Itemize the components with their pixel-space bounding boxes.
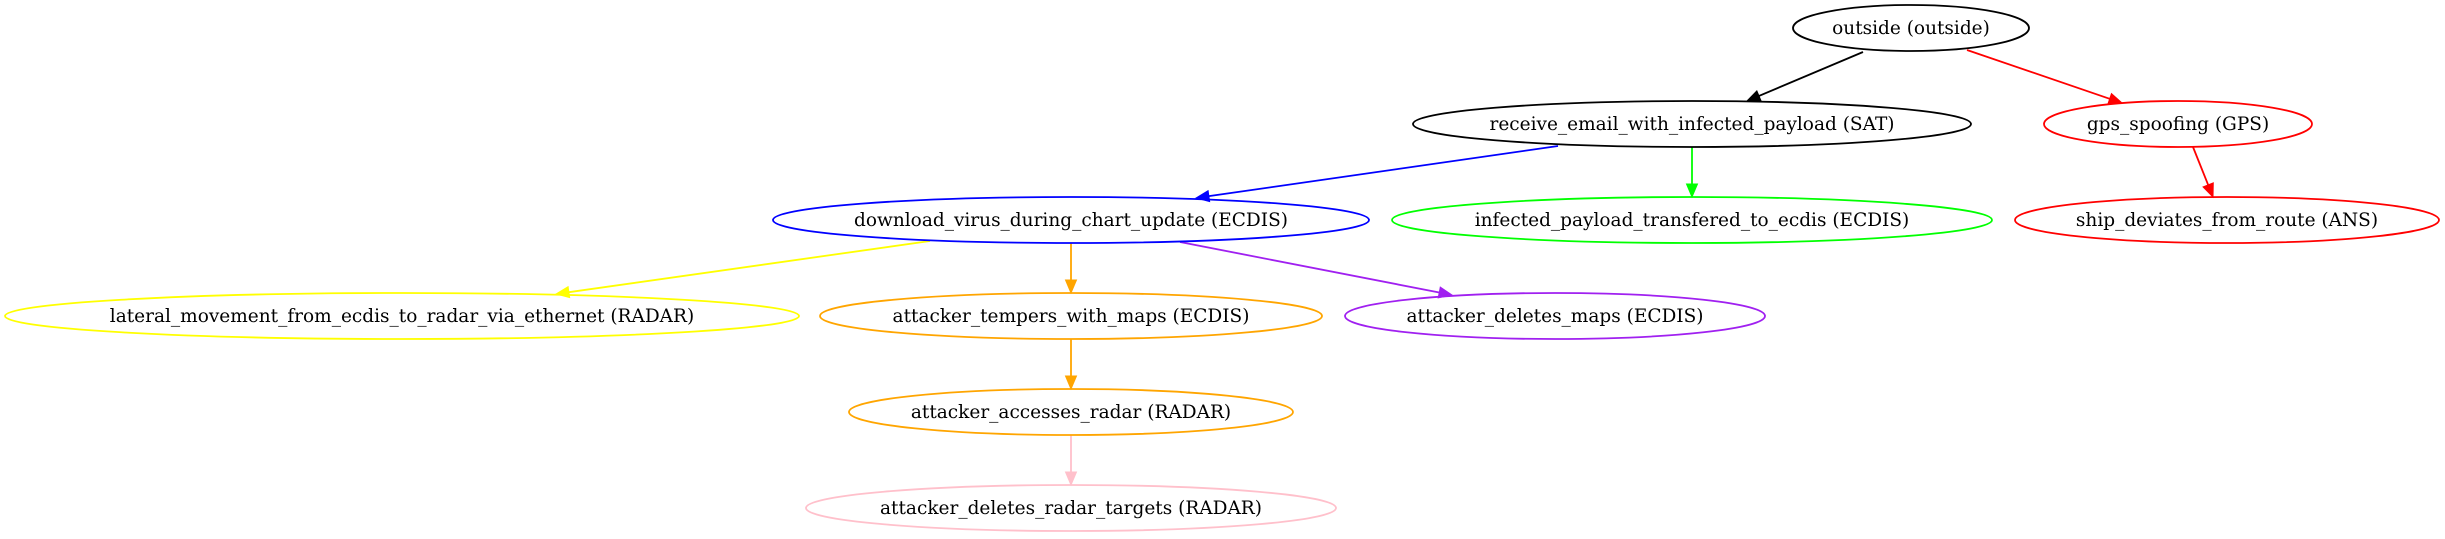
node-ellipse xyxy=(819,292,1323,340)
node-infected-payload: infected_payload_transfered_to_ecdis (EC… xyxy=(1391,196,1993,244)
node-ellipse xyxy=(4,292,800,340)
node-label: attacker_deletes_maps (ECDIS) xyxy=(1406,306,1703,327)
edge-gps_spoofing-to-ship_deviates xyxy=(2192,146,2214,199)
node-ellipse xyxy=(2043,100,2313,148)
arrowhead-icon xyxy=(1685,183,1699,199)
edge-download_virus-to-deletes_maps xyxy=(1179,241,1454,299)
arrowhead-icon xyxy=(1064,279,1078,295)
node-receive-email: receive_email_with_infected_payload (SAT… xyxy=(1412,100,1972,148)
edge-outside-to-gps_spoofing xyxy=(1966,49,2124,105)
node-label: attacker_accesses_radar (RADAR) xyxy=(911,402,1231,423)
node-deletes-maps: attacker_deletes_maps (ECDIS) xyxy=(1344,292,1766,340)
arrowhead-icon xyxy=(554,285,571,299)
node-ellipse xyxy=(1792,4,2030,52)
arrowhead-icon xyxy=(1064,471,1078,487)
node-ellipse xyxy=(805,484,1337,532)
node-download-virus: download_virus_during_chart_update (ECDI… xyxy=(772,196,1370,244)
edge-line xyxy=(1966,49,2110,100)
node-label: ship_deviates_from_route (ANS) xyxy=(2076,210,2378,231)
edges-layer xyxy=(554,49,2214,487)
edge-line xyxy=(568,240,931,294)
edge-download_virus-to-lateral_movement xyxy=(554,240,931,299)
arrowhead-icon xyxy=(1745,89,1762,102)
node-accesses-radar: attacker_accesses_radar (RADAR) xyxy=(848,388,1294,436)
node-label: attacker_deletes_radar_targets (RADAR) xyxy=(880,498,1262,519)
edge-accesses_radar-to-deletes_targets xyxy=(1064,435,1078,487)
node-label: outside (outside) xyxy=(1832,18,1990,39)
node-ellipse xyxy=(848,388,1294,436)
arrowhead-icon xyxy=(1064,375,1078,391)
node-label: download_virus_during_chart_update (ECDI… xyxy=(854,210,1288,231)
node-ship-deviates: ship_deviates_from_route (ANS) xyxy=(2014,196,2440,244)
node-gps-spoofing: gps_spoofing (GPS) xyxy=(2043,100,2313,148)
edge-line xyxy=(2192,146,2210,186)
node-ellipse xyxy=(2014,196,2440,244)
node-tempers-maps: attacker_tempers_with_maps (ECDIS) xyxy=(819,292,1323,340)
edge-receive_email-to-infected_payload xyxy=(1685,147,1699,199)
edge-receive_email-to-download_virus xyxy=(1194,145,1559,203)
node-label: gps_spoofing (GPS) xyxy=(2087,114,2269,135)
edge-tempers_maps-to-accesses_radar xyxy=(1064,339,1078,391)
node-ellipse xyxy=(1391,196,1993,244)
node-ellipse xyxy=(772,196,1370,244)
node-ellipse xyxy=(1344,292,1766,340)
node-deletes-targets: attacker_deletes_radar_targets (RADAR) xyxy=(805,484,1337,532)
node-outside: outside (outside) xyxy=(1792,4,2030,52)
edge-line xyxy=(1758,51,1864,97)
node-label: infected_payload_transfered_to_ecdis (EC… xyxy=(1475,210,1910,231)
node-label: attacker_tempers_with_maps (ECDIS) xyxy=(893,306,1250,327)
arrowhead-icon xyxy=(2202,182,2214,199)
node-ellipse xyxy=(1412,100,1972,148)
edge-line xyxy=(1179,241,1440,294)
nodes-layer: outside (outside) receive_email_with_infe… xyxy=(4,4,2440,532)
edge-outside-to-receive_email xyxy=(1745,51,1864,102)
edge-download_virus-to-tempers_maps xyxy=(1064,243,1078,295)
node-label: lateral_movement_from_ecdis_to_radar_via… xyxy=(110,306,694,327)
node-lateral-movement: lateral_movement_from_ecdis_to_radar_via… xyxy=(4,292,800,340)
node-label: receive_email_with_infected_payload (SAT… xyxy=(1489,114,1894,135)
edge-line xyxy=(1208,145,1559,198)
